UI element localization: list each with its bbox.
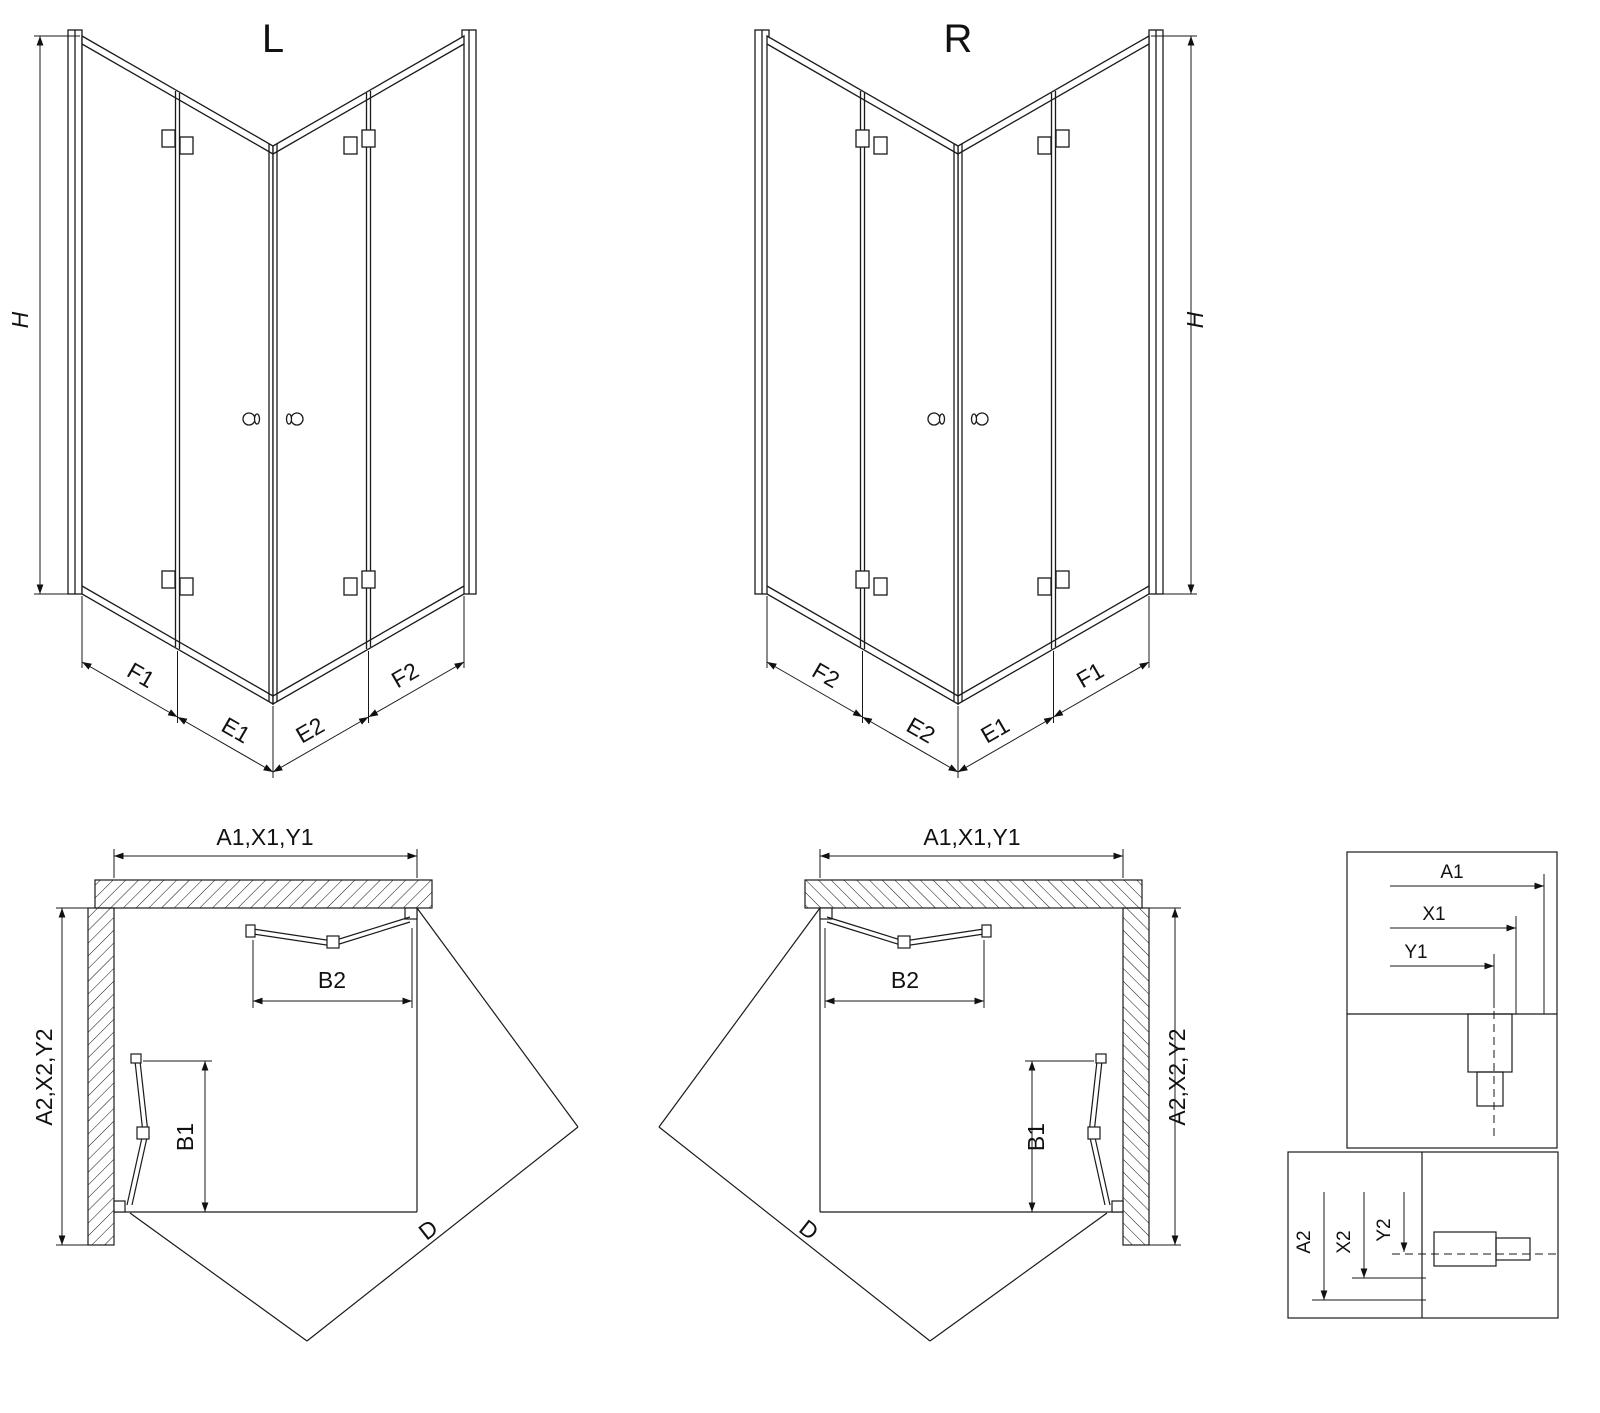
top-door-dim-label: B2 (891, 967, 919, 993)
diagonal-dim-label: D (414, 1214, 443, 1245)
side-door-dim-label: B1 (1023, 1123, 1049, 1151)
orientation-label-right: R (944, 17, 973, 61)
side-door-dim-label: B1 (172, 1123, 198, 1151)
detail-dim-y1: Y1 (1404, 942, 1427, 963)
dim-label-f2: F2 (808, 657, 844, 693)
height-dim-label: H (7, 311, 33, 328)
width-dim-label: A1,X1,Y1 (216, 824, 313, 850)
detail-dim-y2: Y2 (1374, 1218, 1395, 1241)
depth-dim-label: A2,X2,Y2 (31, 1028, 57, 1125)
detail-depth-view: A2 X2 Y2 (1287, 1151, 1559, 1319)
depth-dim-label: A2,X2,Y2 (1164, 1028, 1190, 1125)
detail-dim-x1: X1 (1422, 904, 1445, 925)
width-dim-label: A1,X1,Y1 (923, 824, 1020, 850)
dim-label-f1: F1 (123, 657, 159, 693)
dim-label-f2: F2 (387, 657, 423, 693)
detail-dim-a2: A2 (1294, 1230, 1315, 1253)
detail-dim-a1: A1 (1440, 862, 1463, 883)
plan-left-drawing (56, 849, 578, 1341)
diagonal-dim-label: D (794, 1214, 823, 1245)
orientation-label-left: L (262, 17, 284, 61)
height-dim-label: H (1182, 311, 1208, 328)
plan-right-drawing (659, 849, 1181, 1341)
detail-width-view: A1 X1 Y1 (1346, 851, 1558, 1149)
detail-dim-x2: X2 (1334, 1230, 1355, 1253)
top-door-dim-label: B2 (318, 967, 346, 993)
dim-label-f1: F1 (1072, 657, 1108, 693)
